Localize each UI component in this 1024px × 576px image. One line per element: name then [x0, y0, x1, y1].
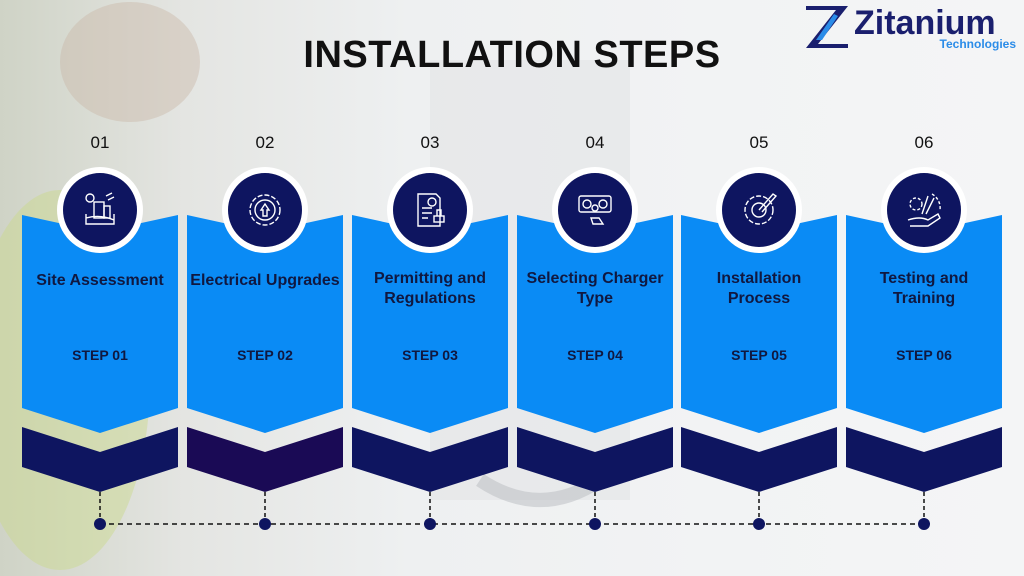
- timeline-dot: [589, 518, 601, 530]
- logo-z-icon: [806, 6, 848, 48]
- icon-circle: [393, 173, 467, 247]
- icon-circle: [228, 173, 302, 247]
- step-card-03: [352, 167, 508, 530]
- step-number: 01: [90, 133, 110, 152]
- step-number: 02: [255, 133, 275, 152]
- step-tag: STEP 01: [72, 347, 128, 363]
- icon-circle: [63, 173, 137, 247]
- step-card-02: [187, 167, 343, 530]
- step-card-05: [681, 167, 837, 530]
- step-number: 06: [914, 133, 934, 152]
- building-assessment-icon: [85, 192, 115, 225]
- step-number: 03: [420, 133, 440, 152]
- step-card-body: [846, 215, 1002, 433]
- step-label: Permitting and Regulations: [373, 270, 486, 307]
- page-title: INSTALLATION STEPS: [303, 34, 721, 76]
- timeline-dot: [918, 518, 930, 530]
- step-card-body: [22, 215, 178, 433]
- step-card-band: [187, 427, 343, 492]
- timeline-dot: [424, 518, 436, 530]
- step-tag: STEP 06: [896, 347, 952, 363]
- step-card-06: [846, 167, 1002, 530]
- step-card-band: [22, 427, 178, 492]
- step-label: Testing and Training: [879, 270, 969, 307]
- timeline-dot: [753, 518, 765, 530]
- timeline-dot: [259, 518, 271, 530]
- step-label: Site Assessment: [36, 272, 164, 289]
- step-tag: STEP 03: [402, 347, 458, 363]
- hand-tools-icon: [907, 193, 941, 227]
- step-card-body: [352, 215, 508, 433]
- step-tag: STEP 04: [567, 347, 623, 363]
- step-number: 05: [749, 133, 769, 152]
- logo-subtitle: Technologies: [939, 37, 1016, 51]
- step-number: 04: [585, 133, 605, 152]
- step-card-band: [681, 427, 837, 492]
- step-card-band: [352, 427, 508, 492]
- icon-circle: [558, 173, 632, 247]
- gear-upgrade-icon: [249, 194, 281, 226]
- step-card-01: [22, 167, 178, 530]
- step-card-body: [517, 215, 673, 433]
- step-label: Selecting Charger Type: [526, 270, 664, 307]
- step-label: Electrical Upgrades: [190, 272, 340, 289]
- charger-plug-icon: [578, 195, 612, 225]
- step-card-band: [517, 427, 673, 492]
- timeline-dot: [94, 518, 106, 530]
- company-logo: Zitanium Technologies: [804, 4, 1020, 54]
- step-tag: STEP 05: [731, 347, 787, 363]
- step-card-04: [517, 167, 673, 530]
- step-label: Installation Process: [716, 270, 802, 307]
- step-card-band: [846, 427, 1002, 492]
- document-stamp-icon: [417, 193, 445, 227]
- step-card-body: [681, 215, 837, 433]
- step-tag: STEP 02: [237, 347, 293, 363]
- gear-wrench-icon: [744, 193, 778, 225]
- step-card-body: [187, 215, 343, 433]
- logo-name: Zitanium: [854, 4, 996, 42]
